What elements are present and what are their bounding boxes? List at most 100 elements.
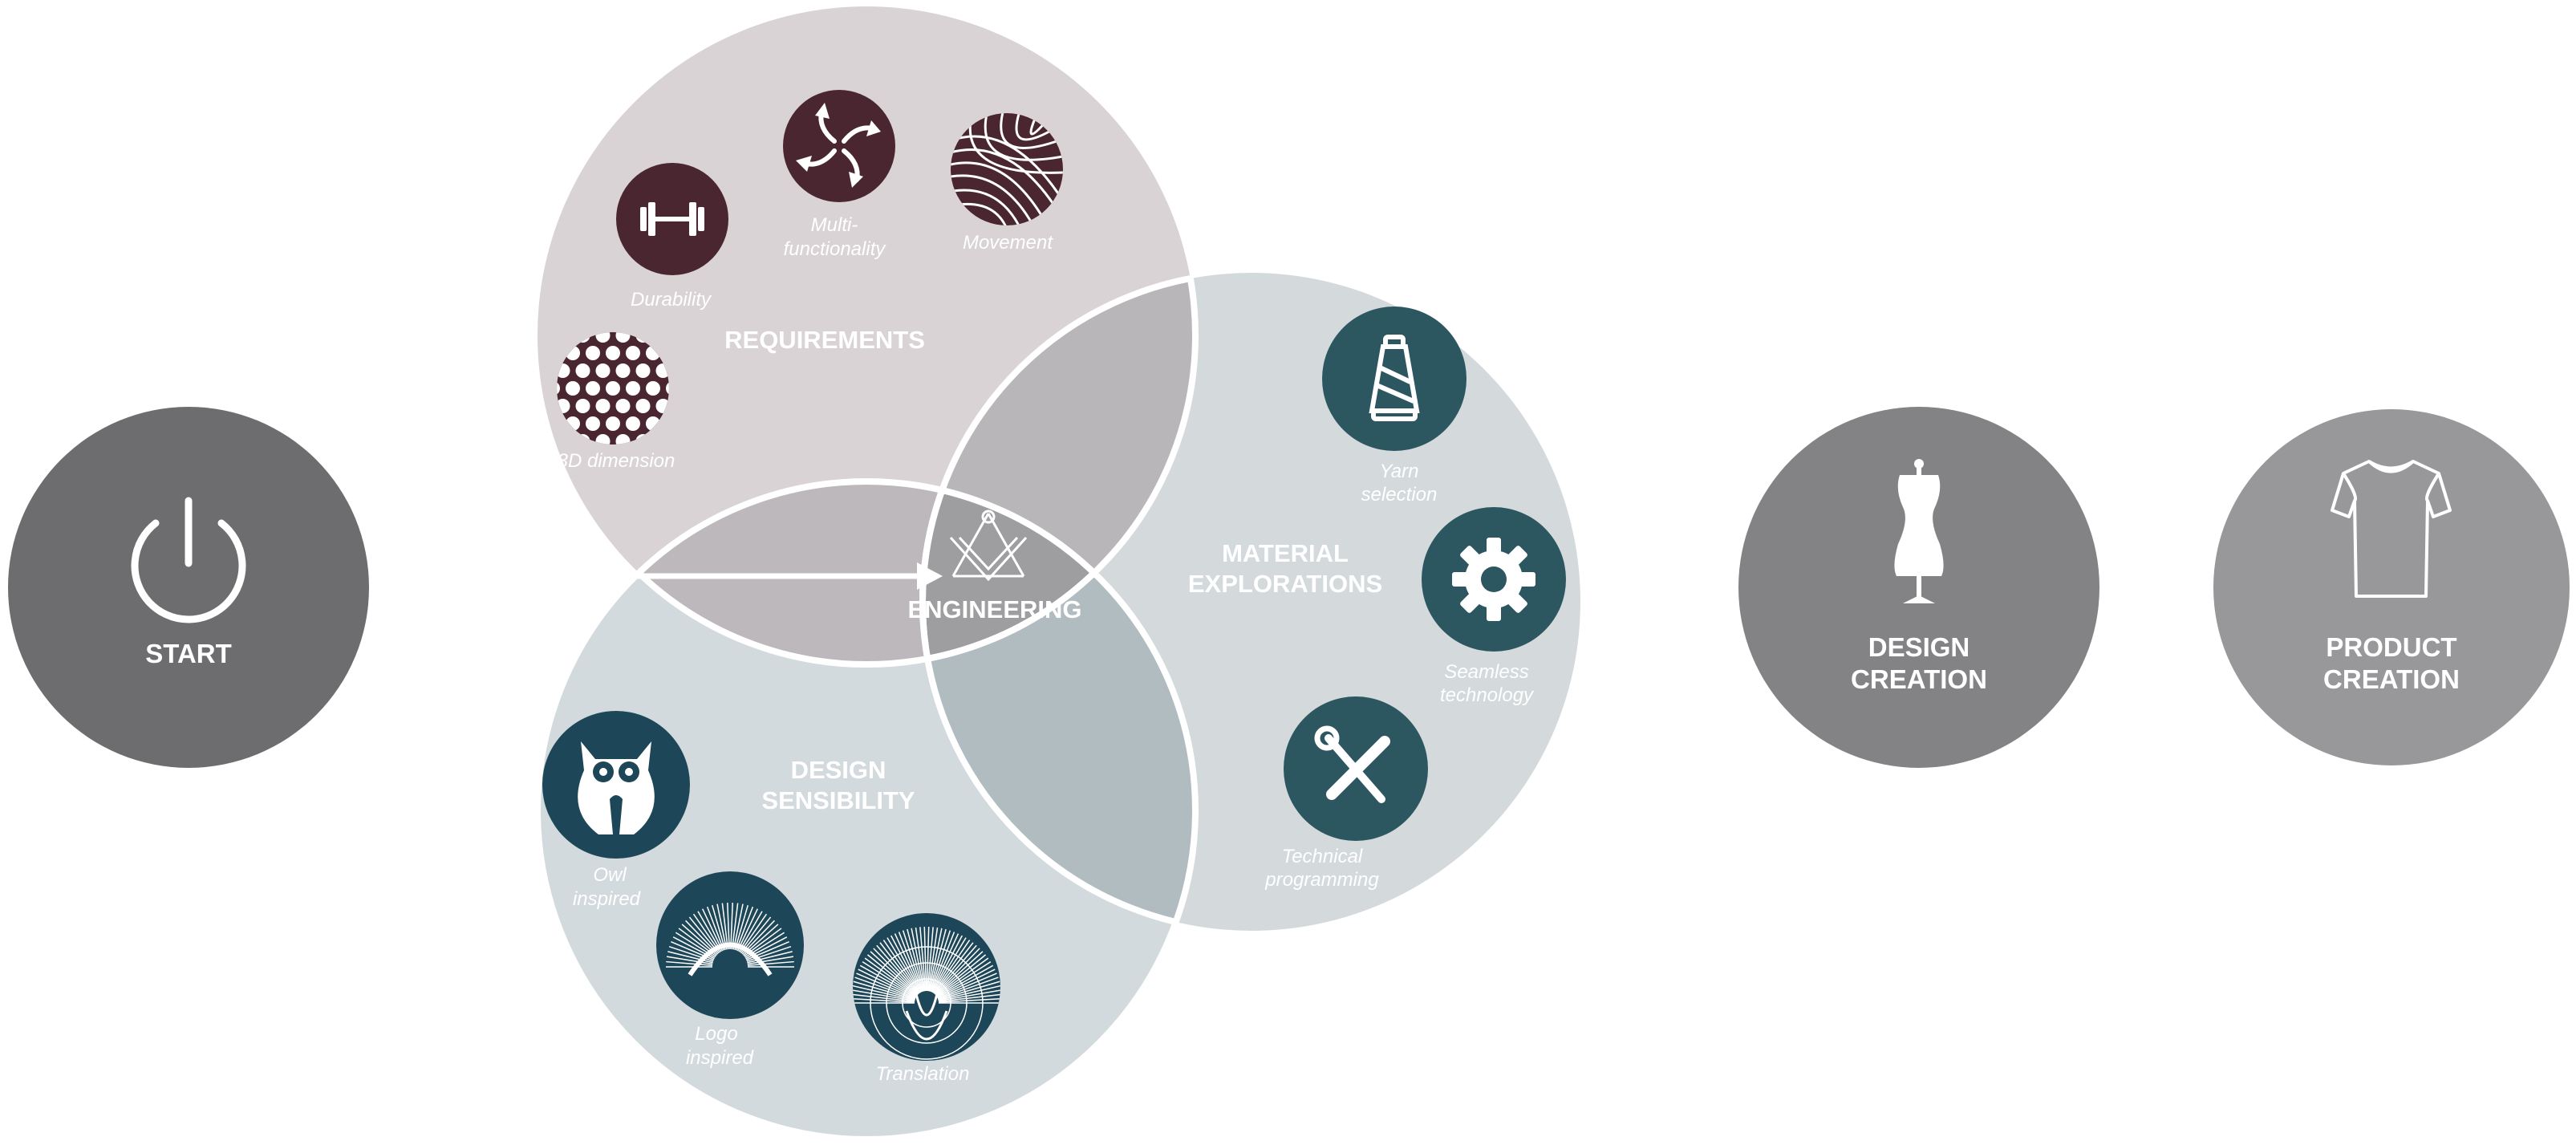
radial-line	[928, 928, 943, 992]
seamless-caption-1: Seamless	[1444, 661, 1528, 683]
radial-line	[927, 927, 934, 992]
power-icon	[131, 497, 246, 623]
engineering-label: ENGINEERING	[907, 595, 1081, 623]
radial-ring	[870, 946, 984, 1060]
venn-diagram: ENGINEERING REQUIREMENTS Durability	[525, 6, 1580, 1143]
radial-line	[935, 954, 987, 997]
radial-line	[876, 944, 919, 995]
gear-tooth	[1507, 592, 1527, 613]
design-item-translation: Translation	[853, 913, 1000, 1085]
design-sensibility-outline	[534, 478, 1199, 1143]
radial-line	[898, 932, 923, 993]
lattice-dot	[525, 452, 540, 466]
lattice-dot	[615, 399, 631, 413]
radial-line	[890, 935, 922, 993]
fan-line	[702, 908, 724, 952]
radial-line	[937, 968, 996, 999]
radial-line	[862, 961, 917, 997]
material-title-1: MATERIAL	[1222, 539, 1349, 567]
multifunctionality-caption-1: Multi-	[811, 214, 858, 236]
radial-line	[886, 937, 921, 993]
lattice-dot	[525, 346, 540, 360]
requirements-title: REQUIREMENTS	[724, 326, 925, 354]
radial-ring	[886, 962, 968, 1044]
radial-line	[929, 928, 947, 992]
lattice-dot	[595, 399, 611, 413]
yarn-caption-2: selection	[1361, 484, 1438, 506]
radial-line	[936, 964, 994, 998]
radial-line	[932, 940, 971, 994]
radial-line	[932, 937, 967, 993]
material-outline-lower	[919, 481, 1195, 934]
lattice-dot	[606, 381, 620, 396]
radial-line	[935, 951, 984, 996]
lattice-dot	[615, 332, 631, 343]
lattice-dot	[606, 416, 620, 431]
material-item-technical: Technical programming	[1264, 696, 1428, 891]
flow-arrow	[591, 562, 943, 590]
radial-line	[853, 989, 915, 1002]
fan-line	[666, 956, 713, 965]
requirements-outline-lower	[538, 481, 1195, 668]
logo-fan-icon	[666, 903, 794, 976]
product-creation-node: PRODUCT CREATION	[2213, 409, 2570, 765]
radial-line	[853, 997, 915, 1003]
design-sensibility-title-1: DESIGN	[791, 756, 886, 784]
lattice-dot	[635, 363, 651, 378]
lattice-dot	[626, 416, 640, 431]
radial-line	[902, 930, 924, 992]
lattice-dot	[606, 346, 620, 360]
radial-line	[923, 927, 927, 992]
radial-line	[931, 933, 959, 993]
radial-line	[934, 944, 977, 995]
technical-caption-1: Technical	[1282, 846, 1363, 867]
seamless-caption-2: technology	[1440, 684, 1535, 706]
material-item-seamless: Seamless technology	[1422, 507, 1566, 706]
lattice-dot	[615, 434, 631, 445]
design-sensibility-title-2: SENSIBILITY	[761, 786, 915, 814]
translation-caption: Translation	[876, 1063, 970, 1085]
fan-line	[692, 913, 721, 953]
radial-line	[882, 940, 921, 994]
fan-arch	[688, 942, 773, 976]
radial-line	[859, 964, 917, 998]
radial-line	[938, 997, 1000, 1003]
radial-line	[858, 968, 916, 999]
fan-line	[747, 960, 794, 966]
lattice-dot	[626, 346, 640, 360]
product-creation-label-2: CREATION	[2323, 664, 2460, 694]
fan-line	[732, 903, 744, 950]
radial-line	[937, 972, 997, 999]
material-item-yarn: Yarn selection	[1322, 307, 1466, 506]
requirements-item-multifunctionality: Multi- functionality	[783, 90, 895, 260]
start-circle	[8, 407, 369, 768]
radial-line	[879, 942, 920, 994]
technical-caption-2: programming	[1264, 869, 1379, 891]
radial-line	[938, 981, 1000, 1001]
radial-line	[870, 951, 919, 996]
durability-caption: Durability	[631, 289, 712, 311]
fan-line	[721, 903, 729, 950]
overlap-requirements-material	[923, 273, 1195, 664]
fan-line	[731, 903, 739, 950]
gear-tooth	[1452, 572, 1470, 587]
radial-line	[853, 981, 915, 1001]
dress-form-icon	[1894, 459, 1944, 603]
3d-dimension-caption: 3D dimension	[558, 450, 675, 472]
radial-line	[929, 930, 951, 992]
radial-line	[935, 957, 989, 997]
tools-icon	[1314, 725, 1390, 803]
radial-line	[854, 976, 916, 1000]
fan-line	[734, 904, 748, 951]
design-creation-label-1: DESIGN	[1868, 632, 1970, 662]
lattice-dot	[626, 381, 640, 396]
radial-line	[934, 948, 980, 995]
gear-tooth	[1460, 546, 1481, 566]
product-creation-label-1: PRODUCT	[2326, 632, 2456, 662]
radial-line	[931, 935, 963, 993]
requirements-item-movement: Movement	[951, 113, 1063, 254]
radial-line	[853, 985, 915, 1001]
dumbbell-icon	[640, 202, 704, 236]
fan-line	[667, 951, 713, 964]
radial-line	[919, 927, 927, 992]
